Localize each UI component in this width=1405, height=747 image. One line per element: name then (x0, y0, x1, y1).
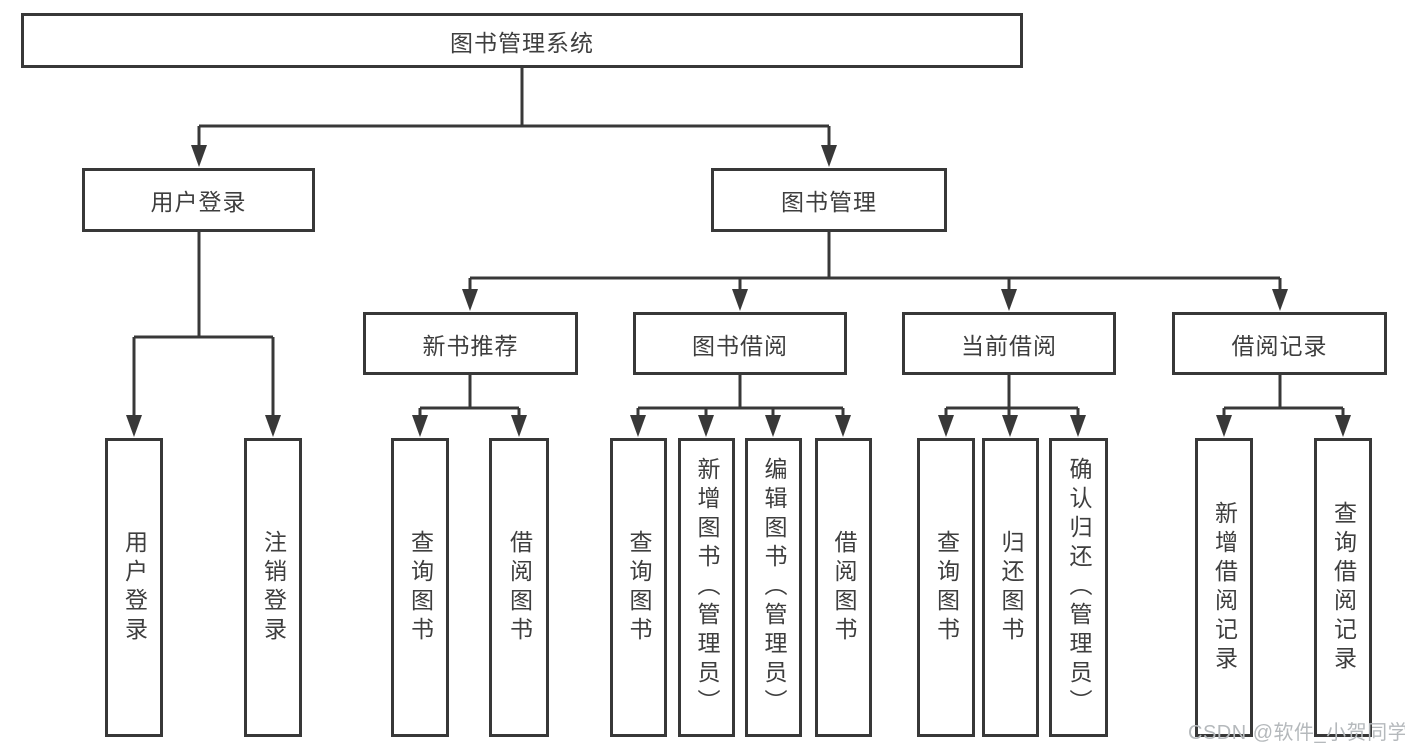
leaf-borrow-books-2: 借阅图书 (815, 438, 872, 737)
leaf-add-borrow-record: 新增借阅记录 (1195, 438, 1253, 737)
leaf-borrow-books-1: 借阅图书 (489, 438, 549, 737)
csdn-watermark: CSDN @软件_小贺同学 (1188, 722, 1405, 744)
node-borrowing-records: 借阅记录 (1172, 312, 1387, 375)
node-new-book-recommend: 新书推荐 (363, 312, 578, 375)
node-book-management: 图书管理 (711, 168, 947, 232)
leaf-user-login: 用户登录 (105, 438, 163, 737)
node-user-login: 用户登录 (82, 168, 315, 232)
leaf-confirm-return-admin: 确认归还（管理员） (1049, 438, 1108, 737)
leaf-edit-books-admin: 编辑图书（管理员） (745, 438, 802, 737)
leaf-query-books-3: 查询图书 (917, 438, 975, 737)
leaf-logout: 注销登录 (244, 438, 302, 737)
leaf-query-books-2: 查询图书 (610, 438, 667, 737)
arrowheads (126, 145, 1351, 437)
node-book-borrowing: 图书借阅 (633, 312, 847, 375)
leaf-return-books: 归还图书 (982, 438, 1039, 737)
leaf-add-books-admin: 新增图书（管理员） (678, 438, 735, 737)
node-current-borrowing: 当前借阅 (902, 312, 1116, 375)
leaf-query-borrow-record: 查询借阅记录 (1314, 438, 1372, 737)
leaf-query-books-1: 查询图书 (391, 438, 449, 737)
node-root: 图书管理系统 (21, 13, 1023, 68)
